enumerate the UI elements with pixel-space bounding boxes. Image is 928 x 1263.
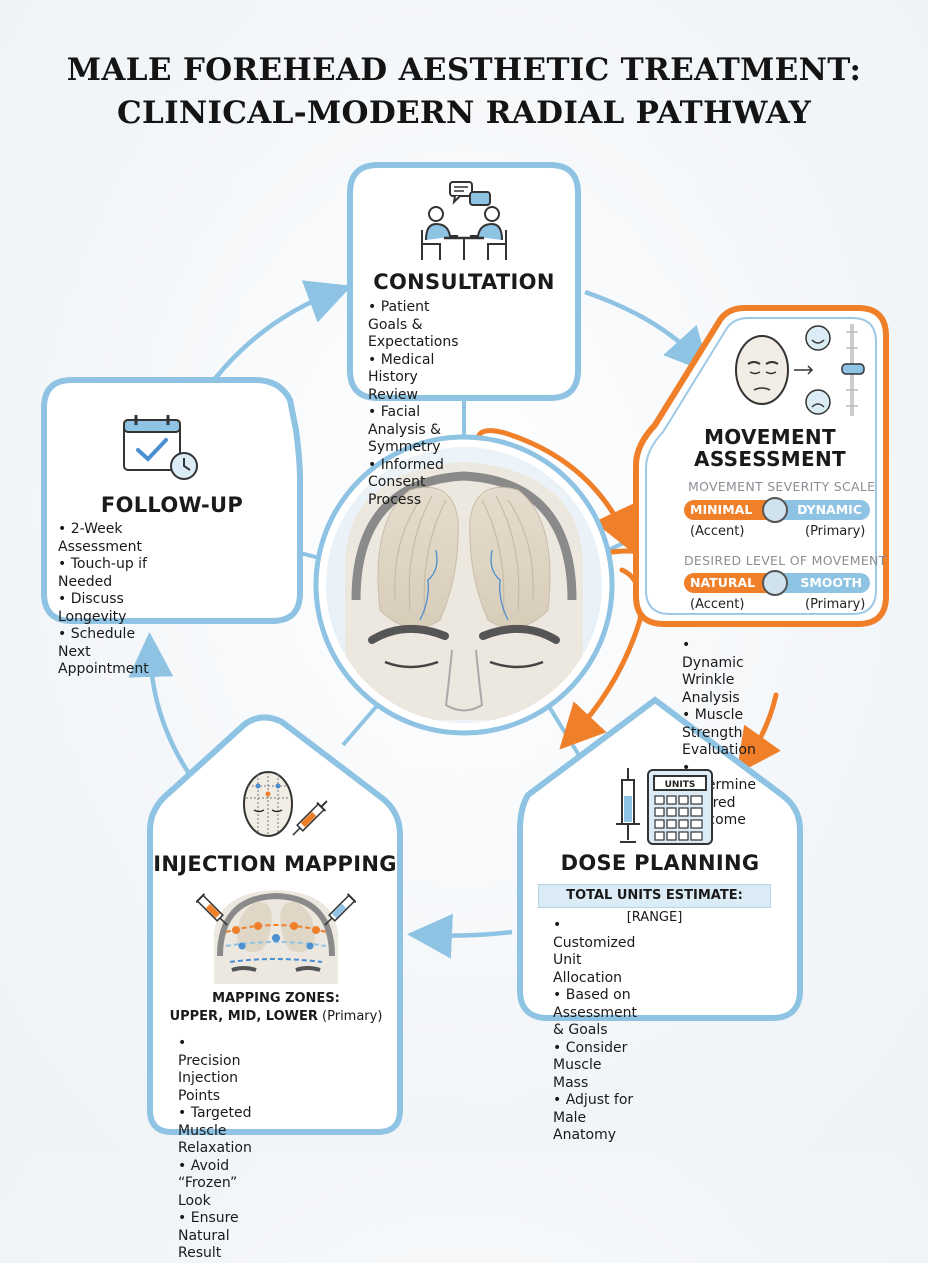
- list-item: Touch-up if Needed: [58, 556, 149, 591]
- consultation-list: Patient Goals & Expectations Medical His…: [368, 299, 459, 509]
- movement-title-line1: MOVEMENT: [704, 425, 836, 449]
- severity-max-label: DYNAMIC: [797, 502, 862, 517]
- severity-slider[interactable]: MINIMAL DYNAMIC: [684, 497, 870, 523]
- arrow-mapping-to-followup: [128, 632, 194, 780]
- list-item: Facial Analysis & Symmetry: [368, 404, 459, 457]
- followup-list: 2-Week Assessment Touch-up if Needed Dis…: [58, 521, 149, 679]
- followup-title: FOLLOW-UP: [100, 493, 244, 517]
- desired-left-sub: (Accent): [690, 597, 745, 612]
- dose-title: DOSE PLANNING: [560, 851, 760, 875]
- severity-slider-knob[interactable]: [762, 497, 788, 523]
- severity-min-label: MINIMAL: [690, 502, 753, 517]
- desired-slider[interactable]: NATURAL SMOOTH: [684, 570, 870, 596]
- forehead-injection-map-icon: [196, 890, 356, 984]
- list-item: Dynamic Wrinkle Analysis: [682, 637, 756, 707]
- syringe-calculator-icon: UNITS: [616, 768, 713, 845]
- units-estimate-value: [RANGE]: [626, 910, 683, 925]
- list-item: Informed Consent Process: [368, 457, 459, 510]
- desired-scale-label: DESIRED LEVEL OF MOVEMENT: [684, 553, 887, 568]
- mapping-zones-values: UPPER, MID, LOWER: [169, 1009, 318, 1024]
- list-item: Based on Assessment & Goals: [553, 987, 637, 1040]
- face-grid-syringe-icon: [243, 771, 328, 837]
- list-item: Customized Unit Allocation: [553, 917, 637, 987]
- mapping-list: Precision Injection Points Targeted Musc…: [178, 1035, 252, 1263]
- calendar-clock-icon: [123, 415, 198, 480]
- movement-title: MOVEMENT ASSESSMENT: [690, 426, 850, 470]
- calculator-units-label: UNITS: [665, 780, 696, 790]
- list-item: Ensure Natural Result: [178, 1210, 252, 1263]
- list-item: Medical History Review: [368, 352, 459, 405]
- list-item: Adjust for Male Anatomy: [553, 1092, 637, 1145]
- consultation-title: CONSULTATION: [373, 270, 555, 294]
- movement-title-line2: ASSESSMENT: [694, 447, 846, 471]
- list-item: Consider Muscle Mass: [553, 1040, 637, 1093]
- severity-left-sub: (Accent): [690, 524, 745, 539]
- mapping-zones-box: MAPPING ZONES: UPPER, MID, LOWER (Primar…: [168, 990, 384, 1030]
- movement-node-shape: [633, 305, 889, 627]
- consultation-meeting-icon: [421, 181, 507, 260]
- face-assessment-icon: [735, 324, 865, 416]
- dose-list: Customized Unit Allocation Based on Asse…: [553, 917, 637, 1145]
- center-forehead-illustration: [313, 434, 615, 736]
- severity-scale-label: MOVEMENT SEVERITY SCALE: [688, 479, 876, 494]
- mapping-zones-suffix: (Primary): [317, 1009, 383, 1024]
- list-item: Patient Goals & Expectations: [368, 299, 459, 352]
- arrow-dose-to-mapping: [407, 913, 513, 959]
- page-title-line2: CLINICAL-MODERN RADIAL PATHWAY: [117, 95, 811, 131]
- desired-right-sub: (Primary): [805, 597, 866, 612]
- list-item: Muscle Strength Evaluation: [682, 707, 756, 760]
- desired-max-label: SMOOTH: [800, 575, 862, 590]
- units-estimate-label: TOTAL UNITS ESTIMATE:: [566, 888, 743, 903]
- list-item: Targeted Muscle Relaxation: [178, 1105, 252, 1158]
- desired-min-label: NATURAL: [690, 575, 756, 590]
- severity-right-sub: (Primary): [805, 524, 866, 539]
- arrow-followup-to-consultation: [208, 280, 352, 387]
- movement-list: Dynamic Wrinkle Analysis Muscle Strength…: [682, 637, 756, 830]
- mapping-zones-heading: MAPPING ZONES:: [212, 991, 340, 1006]
- list-item: Precision Injection Points: [178, 1035, 252, 1105]
- list-item: 2-Week Assessment: [58, 521, 149, 556]
- list-item: Schedule Next Appointment: [58, 626, 149, 679]
- page-title-line1: MALE FOREHEAD AESTHETIC TREATMENT:: [66, 52, 862, 88]
- arrow-center-to-assessment: [475, 428, 635, 554]
- list-item: Avoid “Frozen” Look: [178, 1158, 252, 1211]
- desired-slider-knob[interactable]: [762, 570, 788, 596]
- list-item: Discuss Longevity: [58, 591, 149, 626]
- mapping-title: INJECTION MAPPING: [153, 852, 397, 876]
- units-estimate-badge: TOTAL UNITS ESTIMATE: [RANGE]: [538, 884, 771, 925]
- arrow-consultation-to-movement: [584, 289, 711, 374]
